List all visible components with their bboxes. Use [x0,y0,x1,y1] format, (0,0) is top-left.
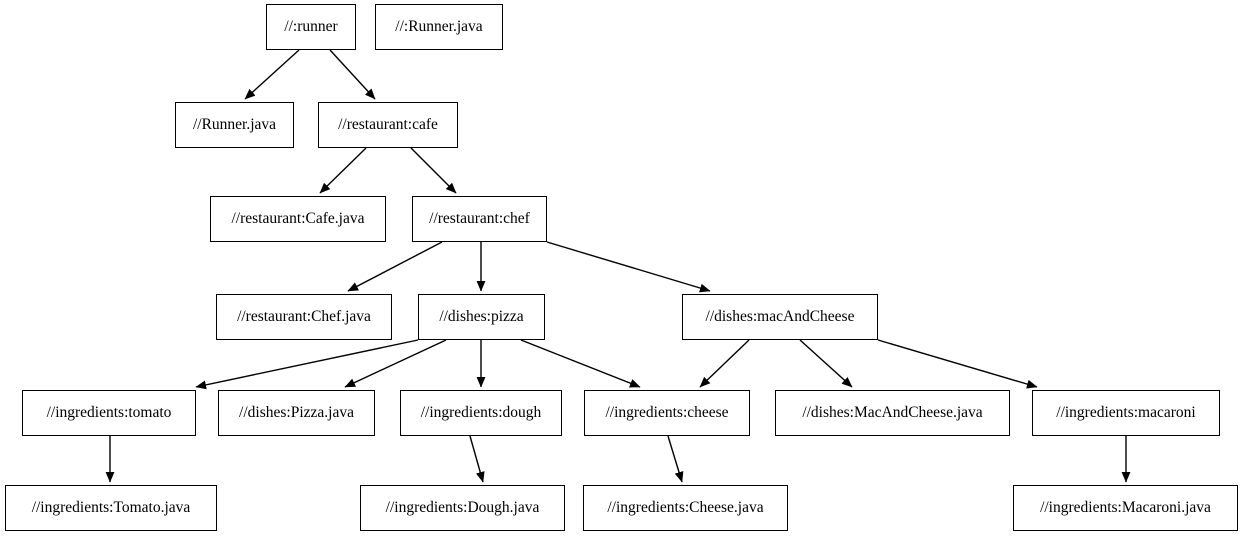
graph-node-label: //ingredients:Macaroni.java [1040,499,1211,517]
graph-node-restaurant_cafe[interactable]: //restaurant:cafe [318,102,458,148]
graph-node-label: //restaurant:Cafe.java [231,210,365,228]
graph-edge-dishes_macandcheese-to-dishes_macandcheese_java [799,339,853,388]
graph-node-restaurant_cafe_java[interactable]: //restaurant:Cafe.java [210,196,386,242]
graph-node-label: //Runner.java [192,116,277,134]
graph-edge-dishes_pizza-to-dishes_pizza_java [344,339,447,388]
graph-edge-dishes_pizza-to-ingredients_tomato [195,339,419,390]
graph-node-ingredients_cheese[interactable]: //ingredients:cheese [584,390,750,436]
graph-node-label: //ingredients:Tomato.java [31,499,191,517]
graph-node-label: //ingredients:cheese [605,404,729,422]
graph-edge-restaurant_chef-to-restaurant_chef_java [347,241,443,292]
graph-node-ingredients_tomato[interactable]: //ingredients:tomato [22,390,196,436]
graph-node-label: //restaurant:chef [429,210,530,228]
graph-node-label: //:Runner.java [395,18,483,36]
graph-node-label: //ingredients:dough [420,404,542,422]
graph-node-label: //dishes:MacAndCheese.java [802,404,983,422]
graph-node-label: //ingredients:macaroni [1056,404,1196,422]
graph-node-ingredients_macaroni_java[interactable]: //ingredients:Macaroni.java [1013,485,1238,531]
graph-node-ingredients_macaroni[interactable]: //ingredients:macaroni [1032,390,1220,436]
graph-node-ingredients_tomato_java[interactable]: //ingredients:Tomato.java [5,485,217,531]
graph-node-runner_java[interactable]: //Runner.java [175,102,294,148]
graph-node-dishes_pizza[interactable]: //dishes:pizza [418,294,545,340]
graph-node-label: //dishes:Pizza.java [239,404,354,422]
graph-node-restaurant_chef_java[interactable]: //restaurant:Chef.java [216,294,392,340]
graph-edge-restaurant_cafe-to-restaurant_cafe_java [319,147,367,194]
graph-edge-dishes_pizza-to-ingredients_cheese [520,339,641,388]
graph-node-label: //restaurant:Chef.java [237,308,371,326]
graph-node-runner[interactable]: //:runner [266,4,356,50]
graph-node-dishes_pizza_java[interactable]: //dishes:Pizza.java [218,390,375,436]
graph-node-ingredients_cheese_java[interactable]: //ingredients:Cheese.java [583,485,788,531]
graph-edge-runner-to-restaurant_cafe [329,49,376,100]
graph-edge-restaurant_cafe-to-restaurant_chef [410,147,457,194]
graph-node-ingredients_dough_java[interactable]: //ingredients:Dough.java [360,485,565,531]
graph-edge-dishes_macandcheese-to-ingredients_cheese [699,339,750,388]
graph-node-label: //:runner [284,18,338,36]
graph-edge-runner-to-runner_java [244,49,300,100]
graph-node-label: //dishes:macAndCheese [705,308,855,326]
graph-edge-ingredients_cheese-to-ingredients_cheese_java [667,435,684,483]
graph-edge-restaurant_chef-to-dishes_macandcheese [546,241,711,293]
graph-node-label: //dishes:pizza [439,308,524,326]
graph-node-restaurant_chef[interactable]: //restaurant:chef [412,196,547,242]
graph-node-label: //ingredients:tomato [46,404,172,422]
graph-node-label: //ingredients:Dough.java [385,499,540,517]
graph-node-label: //ingredients:Cheese.java [607,499,764,517]
graph-node-root_runner_java[interactable]: //:Runner.java [375,4,503,50]
graph-node-dishes_macandcheese_java[interactable]: //dishes:MacAndCheese.java [775,390,1010,436]
graph-node-label: //restaurant:cafe [338,116,438,134]
graph-node-ingredients_dough[interactable]: //ingredients:dough [400,390,562,436]
graph-node-dishes_macandcheese[interactable]: //dishes:macAndCheese [682,294,878,340]
graph-edge-ingredients_dough-to-ingredients_dough_java [469,435,485,483]
graph-edge-dishes_macandcheese-to-ingredients_macaroni [877,339,1038,389]
